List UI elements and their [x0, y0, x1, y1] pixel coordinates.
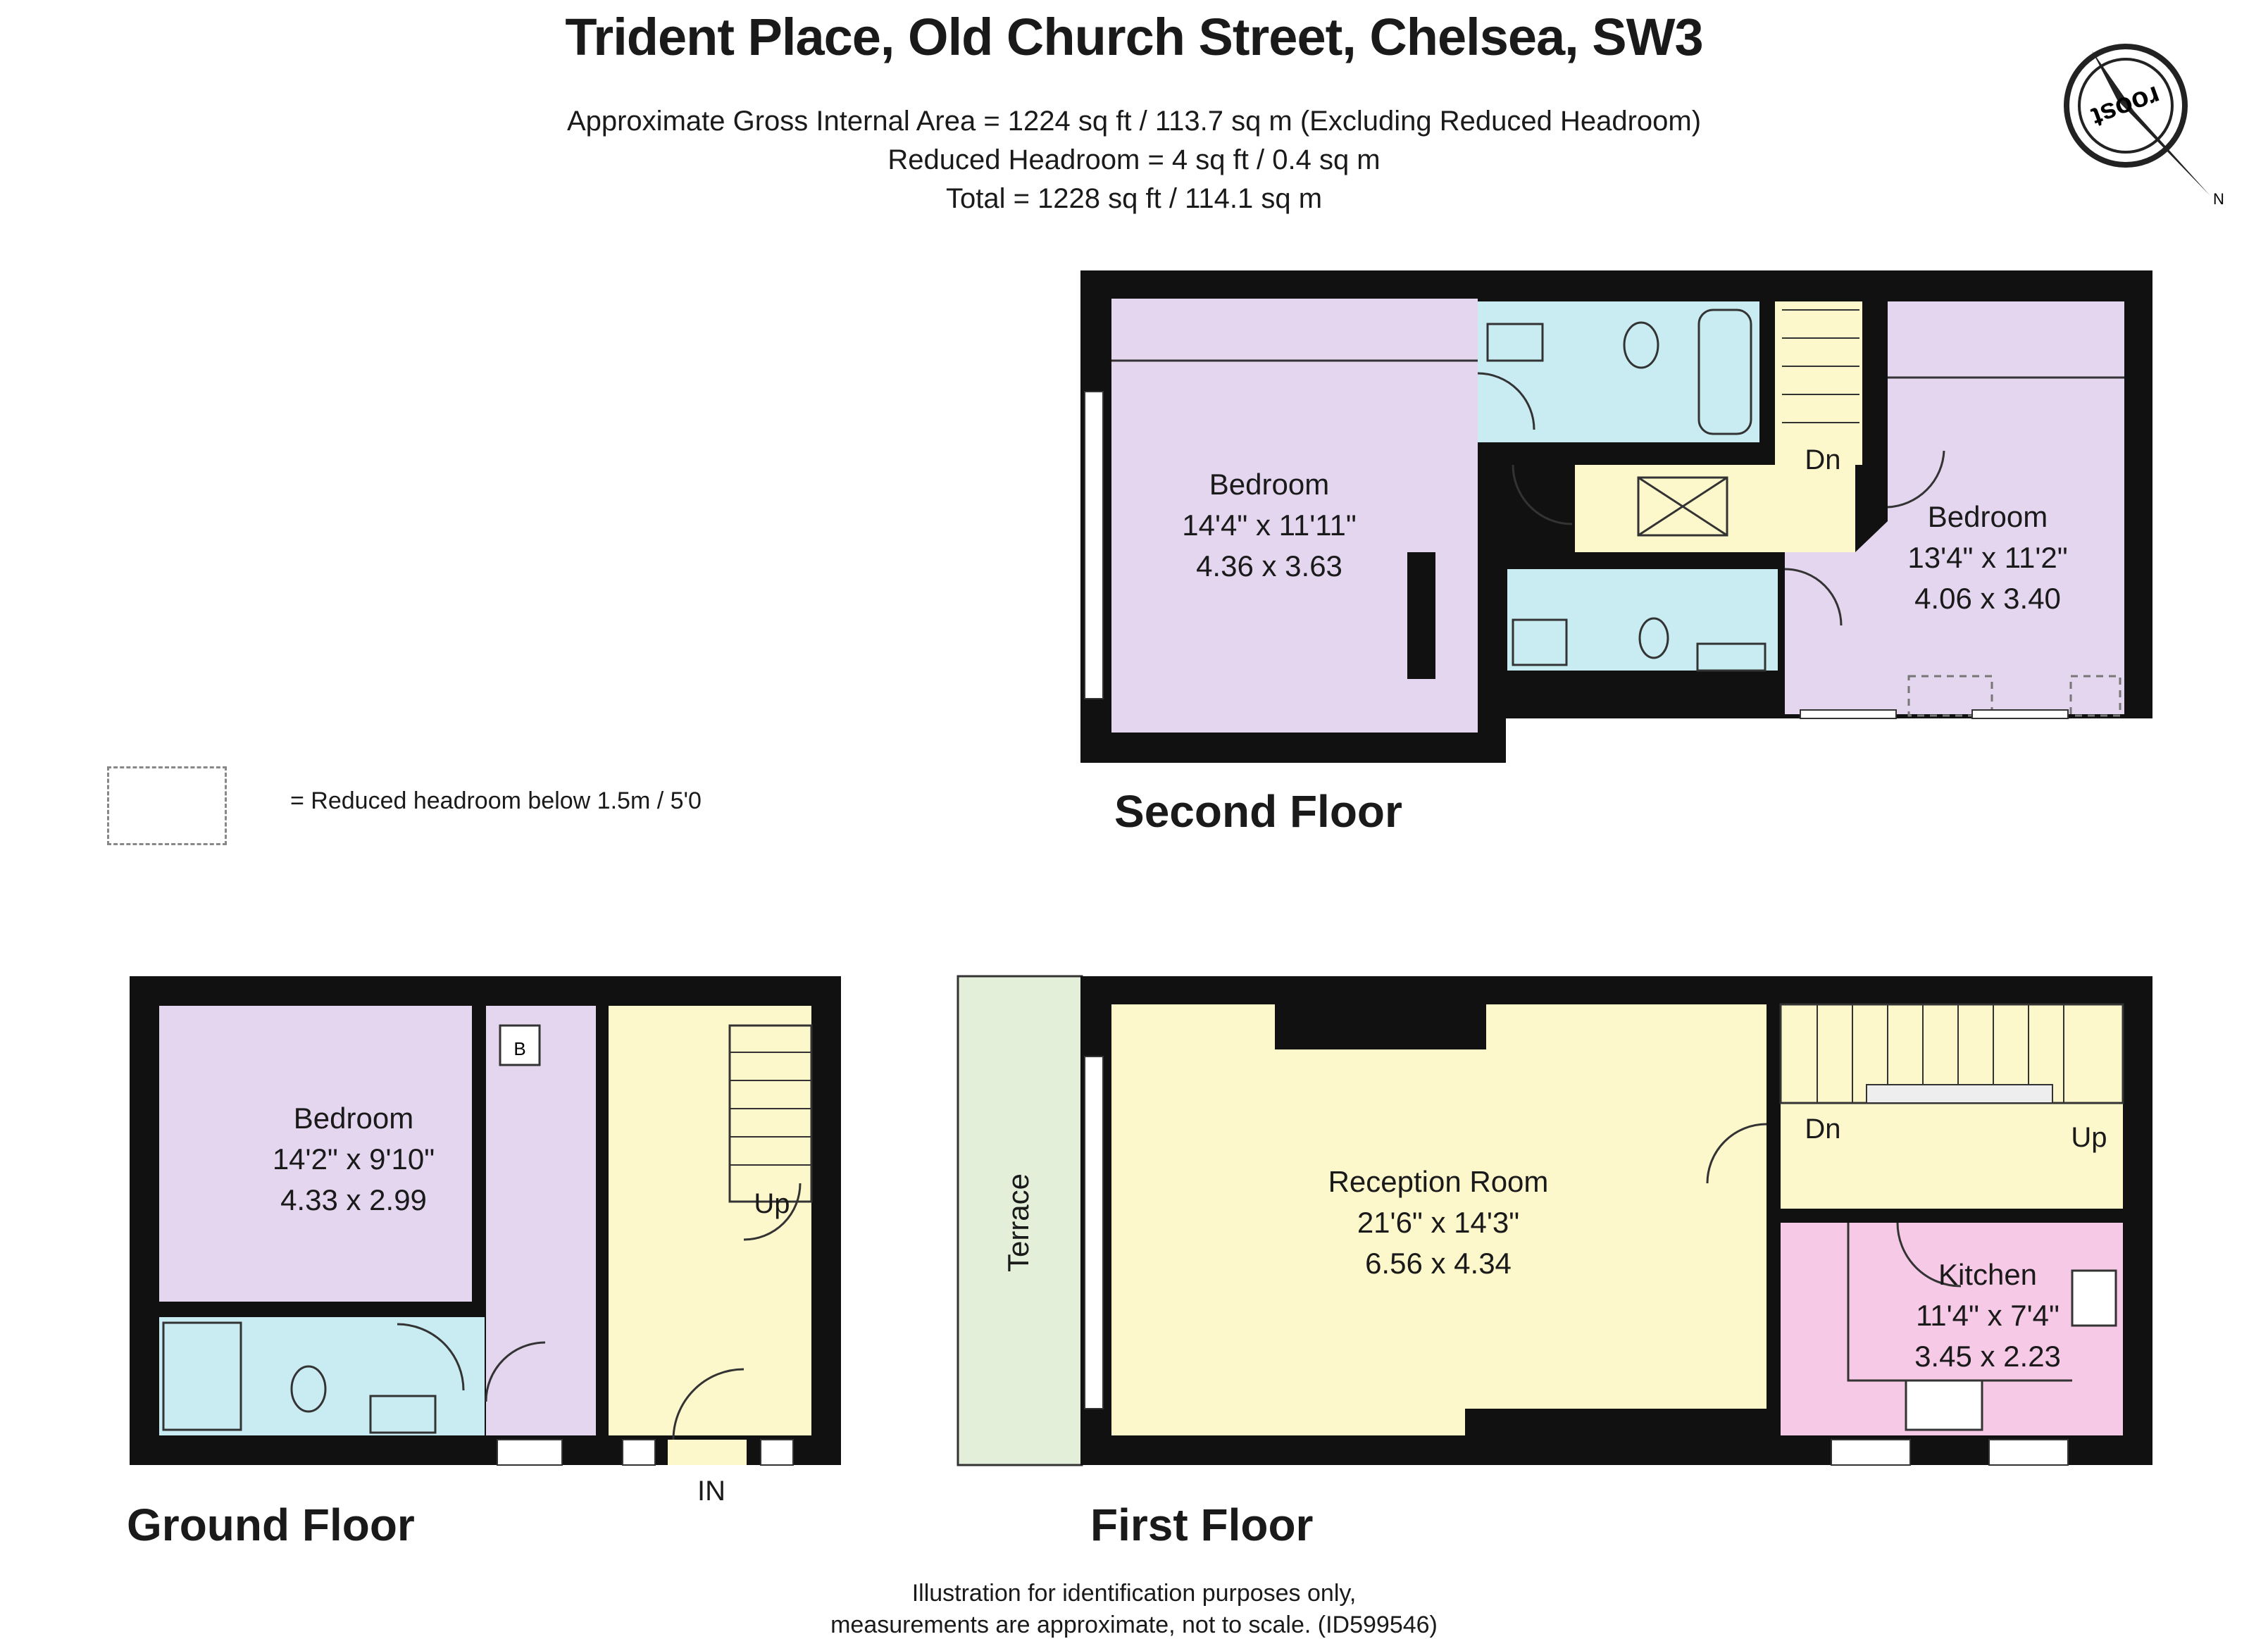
- second-floor-bedroom-2: [1888, 301, 2124, 569]
- first-floor-stairs-up: Up: [2071, 1122, 2107, 1153]
- second-floor-stairs-label: Dn: [1805, 444, 1840, 475]
- bathtub-icon: [1697, 309, 1752, 435]
- second-floor-bedroom-2-imperial: 13'4" x 11'2": [1907, 541, 2067, 574]
- reduced-headroom-area: [1907, 675, 1993, 717]
- ground-floor-bedroom-name: Bedroom: [294, 1102, 413, 1135]
- reception-room-imperial: 21'6" x 14'3": [1357, 1206, 1519, 1239]
- second-floor-bedroom-1-imperial: 14'4" x 11'11": [1182, 509, 1356, 542]
- skylight-icon: [1637, 476, 1728, 537]
- ground-floor-corridor: [486, 1006, 596, 1435]
- toilet-icon: [290, 1365, 327, 1413]
- basin-icon: [369, 1395, 437, 1434]
- reception-room-name: Reception Room: [1328, 1165, 1549, 1198]
- area-total: Total = 1228 sq ft / 114.1 sq m: [945, 183, 1323, 214]
- terrace-label: Terrace: [1002, 1173, 1035, 1272]
- sink-icon: [1905, 1379, 1983, 1431]
- area-gross: Approximate Gross Internal Area = 1224 s…: [566, 106, 1702, 137]
- disclaimer-line-1: Illustration for identification purposes…: [911, 1580, 1357, 1607]
- second-floor-label: Second Floor: [1114, 786, 1402, 837]
- window: [1084, 391, 1104, 699]
- shower-tray-icon: [1512, 618, 1568, 666]
- door-swing: [1477, 372, 1535, 430]
- ground-floor-stairs: [728, 1024, 813, 1203]
- second-floor-bedroom-1-name: Bedroom: [1209, 468, 1329, 501]
- boiler-cupboard: [499, 1024, 541, 1066]
- second-floor-bedroom-2-name: Bedroom: [1928, 500, 2048, 533]
- kitchen-metric: 3.45 x 2.23: [1914, 1340, 2061, 1373]
- ground-floor-plan: B Up IN Bedroom 14'2" x 9'10" 4.33 x 2.9…: [130, 976, 841, 1507]
- north-label: N: [2213, 190, 2224, 208]
- compass-logo: roost N: [2064, 44, 2224, 208]
- second-floor-bedroom-2-metric: 4.06 x 3.40: [1914, 582, 2061, 615]
- kitchen-name: Kitchen: [1938, 1258, 2037, 1291]
- basin-icon: [1486, 323, 1544, 362]
- ground-floor-bedroom-metric: 4.33 x 2.99: [280, 1183, 427, 1216]
- window: [497, 1439, 563, 1466]
- reception-room-metric: 6.56 x 4.34: [1365, 1247, 1512, 1280]
- entrance-door-swing: [672, 1368, 744, 1440]
- ground-floor-stairs-label: Up: [754, 1188, 790, 1219]
- kitchen-imperial: 11'4" x 7'4": [1916, 1299, 2060, 1332]
- toilet-icon: [1623, 321, 1659, 369]
- window: [1084, 1056, 1104, 1409]
- first-floor-label: First Floor: [1090, 1500, 1314, 1550]
- ground-floor-bedroom-imperial: 14'2" x 9'10": [273, 1142, 435, 1176]
- second-floor-plan: Dn Bedroom 14'4" x 11'11" 4.36 x 3.63 Be…: [1080, 270, 2152, 763]
- area-reduced-headroom: Reduced Headroom = 4 sq ft / 0.4 sq m: [887, 144, 1381, 175]
- first-floor-plan: Terrace Dn Up Reception Room 21'6" x 14'…: [957, 975, 2152, 1466]
- reception-room: [1111, 1004, 1767, 1435]
- disclaimer-line-2: measurements are approximate, not to sca…: [830, 1612, 1438, 1638]
- second-floor-bedroom-1-metric: 4.36 x 3.63: [1196, 549, 1342, 582]
- door-swing: [1706, 1123, 1767, 1184]
- logo-text: roost: [2088, 80, 2164, 133]
- plan-title: Trident Place, Old Church Street, Chelse…: [565, 8, 1703, 66]
- first-floor-stairs-down: Dn: [1805, 1114, 1840, 1145]
- entrance-label: IN: [697, 1476, 725, 1507]
- ground-floor-label: Ground Floor: [127, 1500, 415, 1550]
- hob-icon: [2071, 1269, 2117, 1327]
- legend-swatch: [107, 766, 227, 845]
- legend-text: = Reduced headroom below 1.5m / 5'0: [290, 787, 702, 814]
- shower-tray-icon: [162, 1321, 242, 1431]
- second-floor-stairs: [1775, 301, 1862, 465]
- boiler-label: B: [513, 1038, 525, 1059]
- second-floor-landing: [1575, 465, 1855, 552]
- terrace: [957, 975, 1083, 1466]
